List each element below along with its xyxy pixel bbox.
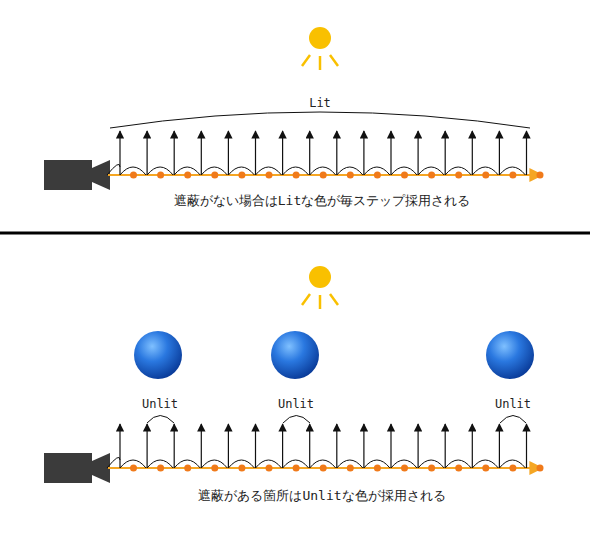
sun-icon [302, 266, 338, 309]
sample-dot [266, 465, 273, 472]
sample-dot [130, 172, 137, 179]
sample-dot [347, 465, 354, 472]
light-arrow [228, 424, 229, 468]
sample-dot [293, 465, 300, 472]
light-arrow [119, 424, 120, 468]
caption-text: 遮蔽がない場合はLitな色が毎ステップ採用される [174, 194, 470, 207]
light-arrow [147, 131, 148, 175]
light-arrow [390, 424, 391, 468]
sample-dot [157, 465, 164, 472]
bracket-label: Unlit [142, 398, 178, 410]
light-arrow [363, 424, 364, 468]
light-arrow [174, 131, 175, 175]
sample-dot [509, 172, 516, 179]
light-arrow [282, 131, 283, 175]
light-arrow [282, 424, 283, 468]
sample-dot [428, 465, 435, 472]
light-arrow [147, 424, 148, 468]
sample-dot [130, 465, 137, 472]
camera-icon [44, 160, 110, 190]
sample-dot [347, 172, 354, 179]
caption-text: 遮蔽がある箇所はUnlitな色が採用される [198, 489, 445, 502]
sample-dot [428, 172, 435, 179]
sample-dot [238, 465, 245, 472]
separator-line [0, 232, 590, 235]
sample-dot [401, 172, 408, 179]
light-arrow [228, 131, 229, 175]
sample-dot [455, 172, 462, 179]
sample-dot [157, 172, 164, 179]
light-arrow [201, 131, 202, 175]
bracket-label: Unlit [495, 398, 531, 410]
unlit-bracket [500, 416, 526, 424]
light-arrow [526, 131, 527, 175]
sample-dot [374, 172, 381, 179]
sample-dot [401, 465, 408, 472]
sample-dot [537, 465, 544, 472]
sample-dot [238, 172, 245, 179]
bracket-label: Lit [309, 97, 331, 109]
sample-dot [537, 172, 544, 179]
light-arrow [174, 424, 175, 468]
sample-dot [320, 465, 327, 472]
bracket-label: Unlit [278, 398, 314, 410]
light-arrow [499, 424, 500, 468]
light-arrow [336, 424, 337, 468]
sample-dot [455, 465, 462, 472]
unlit-bracket [147, 416, 174, 424]
light-arrow [472, 424, 473, 468]
lit-bracket [110, 112, 530, 128]
sample-dot [211, 465, 218, 472]
light-arrow [119, 131, 120, 175]
light-arrow [445, 424, 446, 468]
light-arrow [445, 131, 446, 175]
light-arrow [309, 131, 310, 175]
sample-dot [509, 465, 516, 472]
sample-dot [266, 172, 273, 179]
light-arrow [336, 131, 337, 175]
occluder-sphere [271, 331, 319, 379]
light-arrow [472, 131, 473, 175]
light-arrow [418, 424, 419, 468]
light-arrow [363, 131, 364, 175]
light-arrow [499, 131, 500, 175]
light-arrow [418, 131, 419, 175]
sample-dot [482, 465, 489, 472]
sample-dot [211, 172, 218, 179]
sample-dot [184, 465, 191, 472]
light-arrow [390, 131, 391, 175]
camera-icon [44, 453, 110, 483]
step-arc [107, 457, 120, 468]
step-arc [107, 164, 120, 175]
light-arrow [255, 424, 256, 468]
sample-dot [320, 172, 327, 179]
occluder-sphere [486, 331, 534, 379]
sample-dot [482, 172, 489, 179]
sample-dot [184, 172, 191, 179]
sample-dot [293, 172, 300, 179]
light-arrow [201, 424, 202, 468]
occluder-sphere [134, 331, 182, 379]
sun-icon [302, 27, 338, 70]
sample-dot [374, 465, 381, 472]
light-arrow [309, 424, 310, 468]
light-arrow [526, 424, 527, 468]
unlit-bracket [283, 416, 310, 424]
light-arrow [255, 131, 256, 175]
